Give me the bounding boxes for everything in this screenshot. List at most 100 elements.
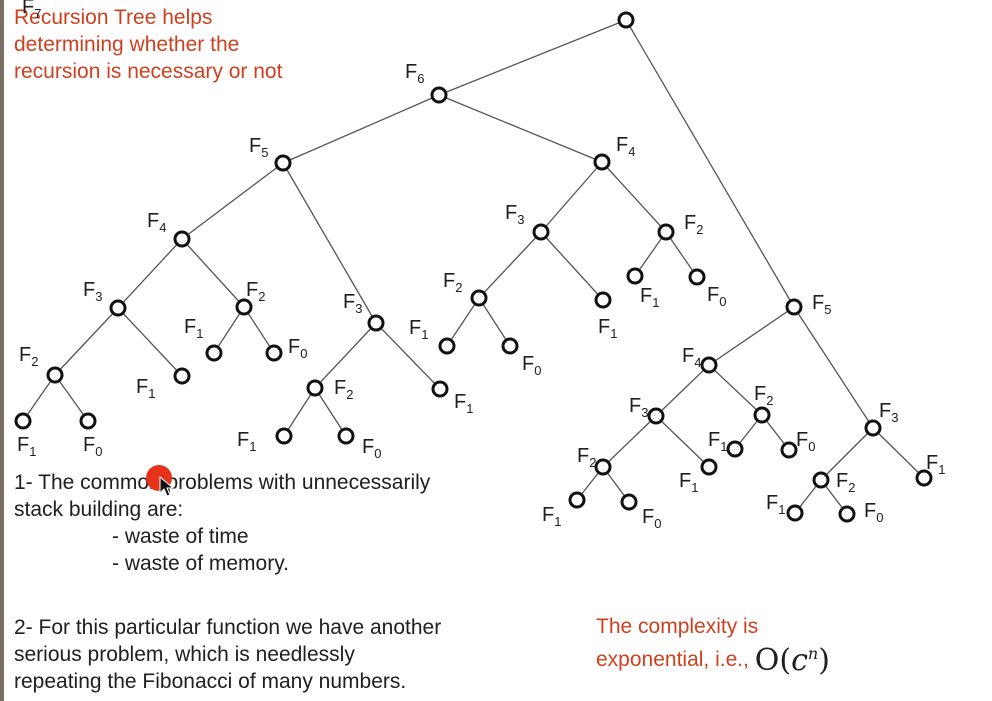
tree-edge [375,322,441,390]
tree-node-label: F3 [629,395,648,420]
tree-node-label: F0 [642,506,661,531]
tree-node-f5 [274,154,292,172]
formula-prefix: O( [754,643,792,678]
slide-left-border [0,0,4,701]
tree-node-f2 [46,366,64,384]
tree-node-f1 [438,337,456,355]
tree-node-label: F1 [598,316,617,341]
tree-edge [478,231,542,299]
tree-node-label: F1 [640,285,659,310]
tree-node-f0 [620,493,638,511]
tree-node-f1 [173,367,191,385]
tree-edge [22,374,56,422]
complexity-line: The complexity is [596,615,759,638]
tree-node-label: F1 [237,429,256,454]
tree-node-f2 [470,289,488,307]
tree-node-f1 [915,469,933,487]
tree-node-f0 [838,505,856,523]
tree-edge [282,162,377,324]
tree-node-f0 [501,337,519,355]
tree-node-label: F0 [522,353,541,378]
tree-edge [872,427,925,479]
tree-node-f1 [568,491,586,509]
tree-node-f4 [593,153,611,171]
tree-edge [282,94,440,164]
note2-line: serious problem, which is needlessly [14,643,355,666]
title-line: determining whether the [14,33,240,56]
tree-node-label: F5 [249,135,268,160]
tree-node-label: F4 [616,134,635,159]
tree-edge [634,231,667,277]
tree-edge [181,162,284,240]
note2-line: repeating the Fibonacci of many numbers. [14,670,407,693]
formula-suffix: ) [818,643,830,678]
tree-node-label: F1 [17,434,36,459]
tree-node-f1 [275,427,293,445]
tree-node-label: F0 [288,336,307,361]
tree-edge [283,387,316,437]
tree-node-label: F3 [879,400,898,425]
tree-node-label: F2 [334,377,353,402]
tree-edge [655,415,710,468]
tree-node-label: F5 [812,292,831,317]
note2-line: 2- For this particular function we have … [14,616,442,639]
tree-edge [314,387,347,437]
tree-node-f3 [367,314,385,332]
tree-node-label: F2 [19,344,38,369]
complexity-note: The complexity is exponential, i.e., O(c… [596,613,926,676]
tree-edge [665,231,698,278]
tree-node-label: F4 [682,345,701,370]
tree-edge [54,307,119,376]
tree-node-label: F2 [443,270,462,295]
tree-node-f7 [617,11,635,29]
tree-edge [446,297,480,347]
tree-node-f1 [431,380,449,398]
note1-line: 1- The common problems with unnecessaril… [14,471,431,494]
note1-line: stack building are: [14,498,184,521]
title-line: Recursion Tree helps [14,6,213,29]
tree-edge [181,238,245,308]
tree-edge [438,19,627,96]
tree-node-f2 [753,406,771,424]
note1-bullet: - waste of time [112,525,249,548]
tree-node-f6 [430,86,448,104]
tree-node-f1 [726,440,744,458]
tree-edge [793,306,874,429]
tree-edge [243,306,275,354]
tree-edge [117,238,183,309]
complexity-line-text: exponential, i.e., [596,648,749,671]
formula-base: c [791,643,808,678]
tree-node-f3 [109,299,127,317]
tree-edge [478,297,511,347]
tree-node-label: F1 [766,492,785,517]
tree-node-label: F1 [136,376,155,401]
tree-node-label: F0 [362,436,381,461]
tree-edge [540,231,604,301]
tree-node-f1 [205,344,223,362]
tree-node-f3 [864,419,882,437]
tree-node-label: F4 [147,210,166,235]
tree-edge [314,322,377,389]
tree-node-label: F1 [184,316,203,341]
tree-node-label: F2 [246,279,265,304]
tree-node-label: F1 [542,504,561,529]
tree-node-label: F2 [577,445,596,470]
tree-node-f1 [786,504,804,522]
tree-edge [117,307,183,377]
tree-node-label: F1 [454,391,473,416]
mouse-pointer-icon [159,476,175,497]
tree-edge [54,374,89,422]
tree-edge [213,306,245,354]
tree-node-f3 [532,223,550,241]
tree-node-label: F0 [864,500,883,525]
tree-node-f1 [594,291,612,309]
complexity-line: exponential, i.e., O(cn) [596,640,926,676]
tree-node-f4 [173,230,191,248]
tree-node-f0 [265,344,283,362]
title-line: recursion is necessary or not [14,60,283,83]
tree-node-label: F3 [83,279,102,304]
tree-node-label: F0 [707,284,726,309]
tree-edge [625,19,795,308]
tree-node-label: F3 [505,202,524,227]
tree-node-f1 [626,267,644,285]
